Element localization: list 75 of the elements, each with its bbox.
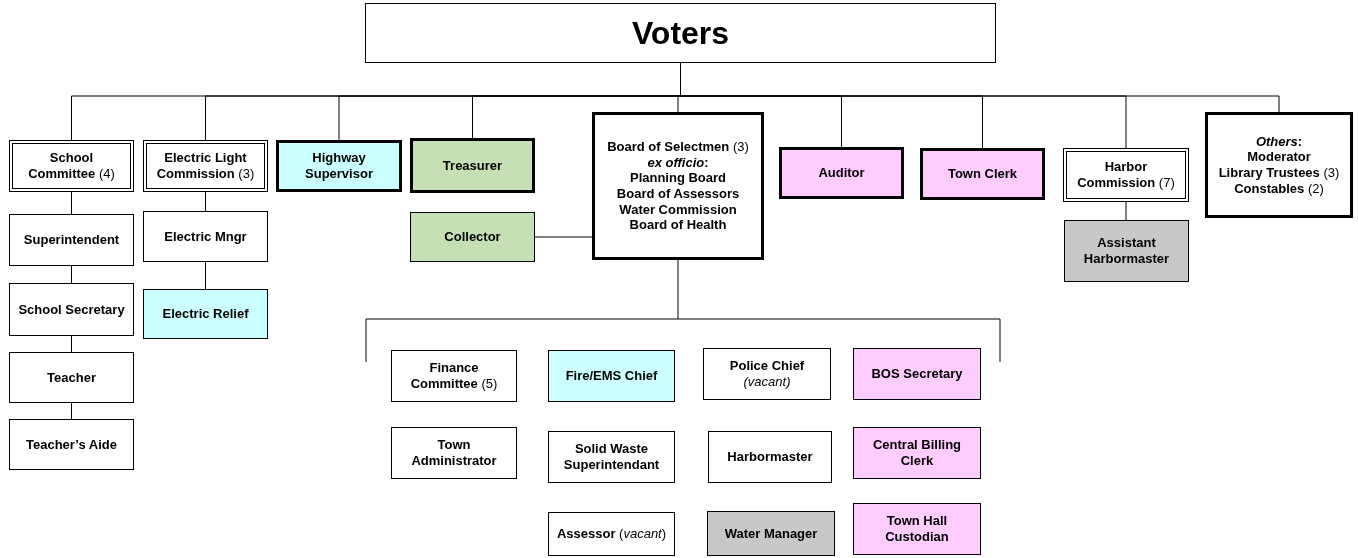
node-label: Water Manager <box>724 525 818 542</box>
position-box <box>548 350 675 402</box>
node-label: Treasurer <box>442 157 503 174</box>
position-box <box>779 147 904 199</box>
node-label: Finance Committee (5) <box>409 360 499 392</box>
node-label: Town Hall Custodian <box>884 513 950 545</box>
position-box <box>1064 220 1189 282</box>
node-label: School Secretary <box>18 301 125 318</box>
node-label: Teacher <box>47 369 96 386</box>
connector-line <box>71 402 72 420</box>
node-label: Assistant Harbormaster <box>1082 235 1171 267</box>
board-box <box>592 112 764 260</box>
node-label: Constables (2) <box>1234 180 1324 197</box>
node-label: Harbormaster <box>727 449 813 465</box>
node-label: Library Trustees (3) <box>1218 165 1340 181</box>
position-box <box>9 283 134 336</box>
position-box <box>143 211 268 262</box>
node-label: Moderator <box>1247 149 1311 165</box>
node-label: Superintendent <box>23 232 120 248</box>
node-label: Fire/EMS Chief <box>565 368 658 384</box>
position-box <box>920 148 1045 200</box>
position-box <box>143 289 268 339</box>
node-label: Harbor Commission (7) <box>1076 159 1176 191</box>
connector-line <box>71 335 72 353</box>
position-box <box>853 348 981 400</box>
node-label: Others: <box>1255 133 1303 150</box>
node-label: Board of Selectmen (3) <box>607 139 749 155</box>
node-label: BOS Secretary <box>871 366 963 382</box>
position-box <box>391 350 517 402</box>
node-label: Teacher’s Aide <box>25 436 117 453</box>
node-label: School Committee (4) <box>27 150 116 182</box>
position-box <box>391 427 517 479</box>
node-label: Planning Board <box>629 170 727 186</box>
node-label: Board of Health <box>629 217 727 233</box>
node-label: Police Chief (vacant) <box>728 358 806 390</box>
node-label: Water Commission <box>619 201 737 218</box>
position-box <box>707 511 835 556</box>
position-box <box>853 427 981 479</box>
position-box <box>548 431 675 483</box>
position-box <box>9 214 134 266</box>
connector-line <box>205 191 206 212</box>
node-label: Solid Waste Superintendant <box>562 441 661 473</box>
node-label: Assessor (vacant) <box>556 526 667 542</box>
node-label: Highway Supervisor <box>304 150 374 182</box>
node-label: Town Administrator <box>410 437 498 469</box>
position-box <box>708 431 832 483</box>
node-label: Board of Assessors <box>616 186 740 202</box>
node-label: Electric Mngr <box>164 228 247 245</box>
board-box <box>1205 112 1353 218</box>
connector-line <box>365 259 1001 363</box>
connector-line <box>534 236 593 238</box>
board-box <box>1063 148 1189 202</box>
node-label: ex officio: <box>647 154 709 171</box>
node-label: Collector <box>444 229 501 245</box>
connector-line <box>71 265 72 284</box>
node-label: Central Billing Clerk <box>871 437 963 469</box>
position-box <box>410 138 535 193</box>
position-box <box>853 503 981 555</box>
board-box <box>9 140 134 192</box>
node-label: Town Clerk <box>947 166 1018 182</box>
position-box <box>9 352 134 403</box>
connector-line <box>205 261 206 290</box>
title-text: Voters <box>631 13 730 53</box>
position-box <box>548 512 675 556</box>
position-box <box>703 348 831 400</box>
position-box <box>276 140 402 192</box>
connector-line <box>71 191 72 215</box>
connector-line <box>1125 201 1127 221</box>
board-box <box>143 140 268 192</box>
node-label: Auditor <box>818 165 865 181</box>
node-label: Electric Relief <box>162 306 249 322</box>
position-box <box>410 212 535 262</box>
node-label: Electric Light Commission (3) <box>155 150 256 182</box>
position-box <box>9 419 134 470</box>
top-box <box>365 3 996 63</box>
